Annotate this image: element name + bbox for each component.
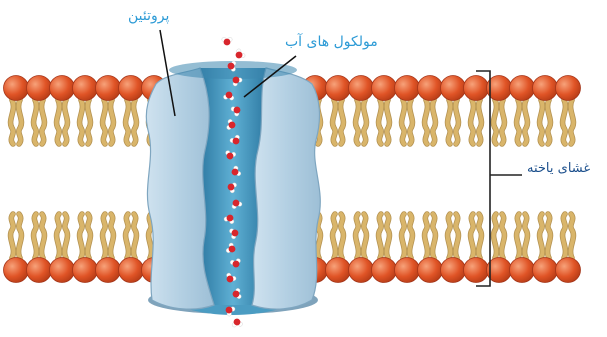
phospholipid-tails [494,214,505,258]
phospholipid-head [4,76,29,101]
phospholipid-tails [333,100,344,144]
phospholipid-tails [425,214,436,258]
phospholipid-head [418,76,443,101]
phospholipid-tails [11,214,22,258]
phospholipid-head [556,258,581,283]
phospholipid-tails [448,100,459,144]
phospholipid-tails [494,100,505,144]
cell-membrane-label: غشای یاخته [527,161,590,176]
phospholipid-head [27,76,52,101]
phospholipid-head [4,258,29,283]
water-molecules-label: مولکول های آب [285,34,378,50]
phospholipid-tails [517,214,528,258]
phospholipid-tails [356,214,367,258]
phospholipid-tails [448,214,459,258]
phospholipid-head [50,76,75,101]
phospholipid-tails [57,100,68,144]
phospholipid-head [418,258,443,283]
phospholipid-tails [517,100,528,144]
phospholipid-head [372,76,397,101]
phospholipid-tails [103,214,114,258]
phospholipid-tails [471,100,482,144]
phospholipid-head [119,258,144,283]
water-molecule [222,37,232,45]
phospholipid-head [50,258,75,283]
phospholipid-head [464,258,489,283]
water-molecule [233,48,246,61]
phospholipid-head [533,76,558,101]
phospholipid-head [395,76,420,101]
phospholipid-tails [402,100,413,144]
phospholipid-tails [425,100,436,144]
phospholipid-head [510,258,535,283]
phospholipid-tails [563,214,574,258]
water-molecule [231,318,242,327]
phospholipid-head [73,258,98,283]
phospholipid-head [464,76,489,101]
phospholipid-tails [57,214,68,258]
phospholipid-head [27,258,52,283]
phospholipid-tails [379,100,390,144]
phospholipid-tails [11,100,22,144]
phospholipid-head [73,76,98,101]
phospholipid-tails [103,100,114,144]
phospholipid-head [441,258,466,283]
phospholipid-tails [540,100,551,144]
membrane-bracket [476,71,522,286]
phospholipid-head [556,76,581,101]
phospholipid-head [96,258,121,283]
phospholipid-tails [80,100,91,144]
phospholipid-head [326,258,351,283]
protein-left-subunit [146,68,214,309]
phospholipid-head [349,258,374,283]
phospholipid-head [441,76,466,101]
phospholipid-tails [34,214,45,258]
phospholipid-head [395,258,420,283]
phospholipid-head [510,76,535,101]
phospholipid-head [96,76,121,101]
phospholipid-tails [563,100,574,144]
protein-right-subunit [252,68,320,309]
phospholipid-tails [80,214,91,258]
phospholipid-head [372,258,397,283]
phospholipid-tails [333,214,344,258]
protein-label: پروتئین [128,8,169,24]
phospholipid-tails [540,214,551,258]
phospholipid-tails [126,214,137,258]
phospholipid-head [349,76,374,101]
phospholipid-tails [126,100,137,144]
phospholipid-head [533,258,558,283]
phospholipid-tails [379,214,390,258]
phospholipid-head [326,76,351,101]
phospholipid-tails [34,100,45,144]
phospholipid-tails [402,214,413,258]
phospholipid-tails [356,100,367,144]
phospholipid-tails [471,214,482,258]
phospholipid-head [119,76,144,101]
